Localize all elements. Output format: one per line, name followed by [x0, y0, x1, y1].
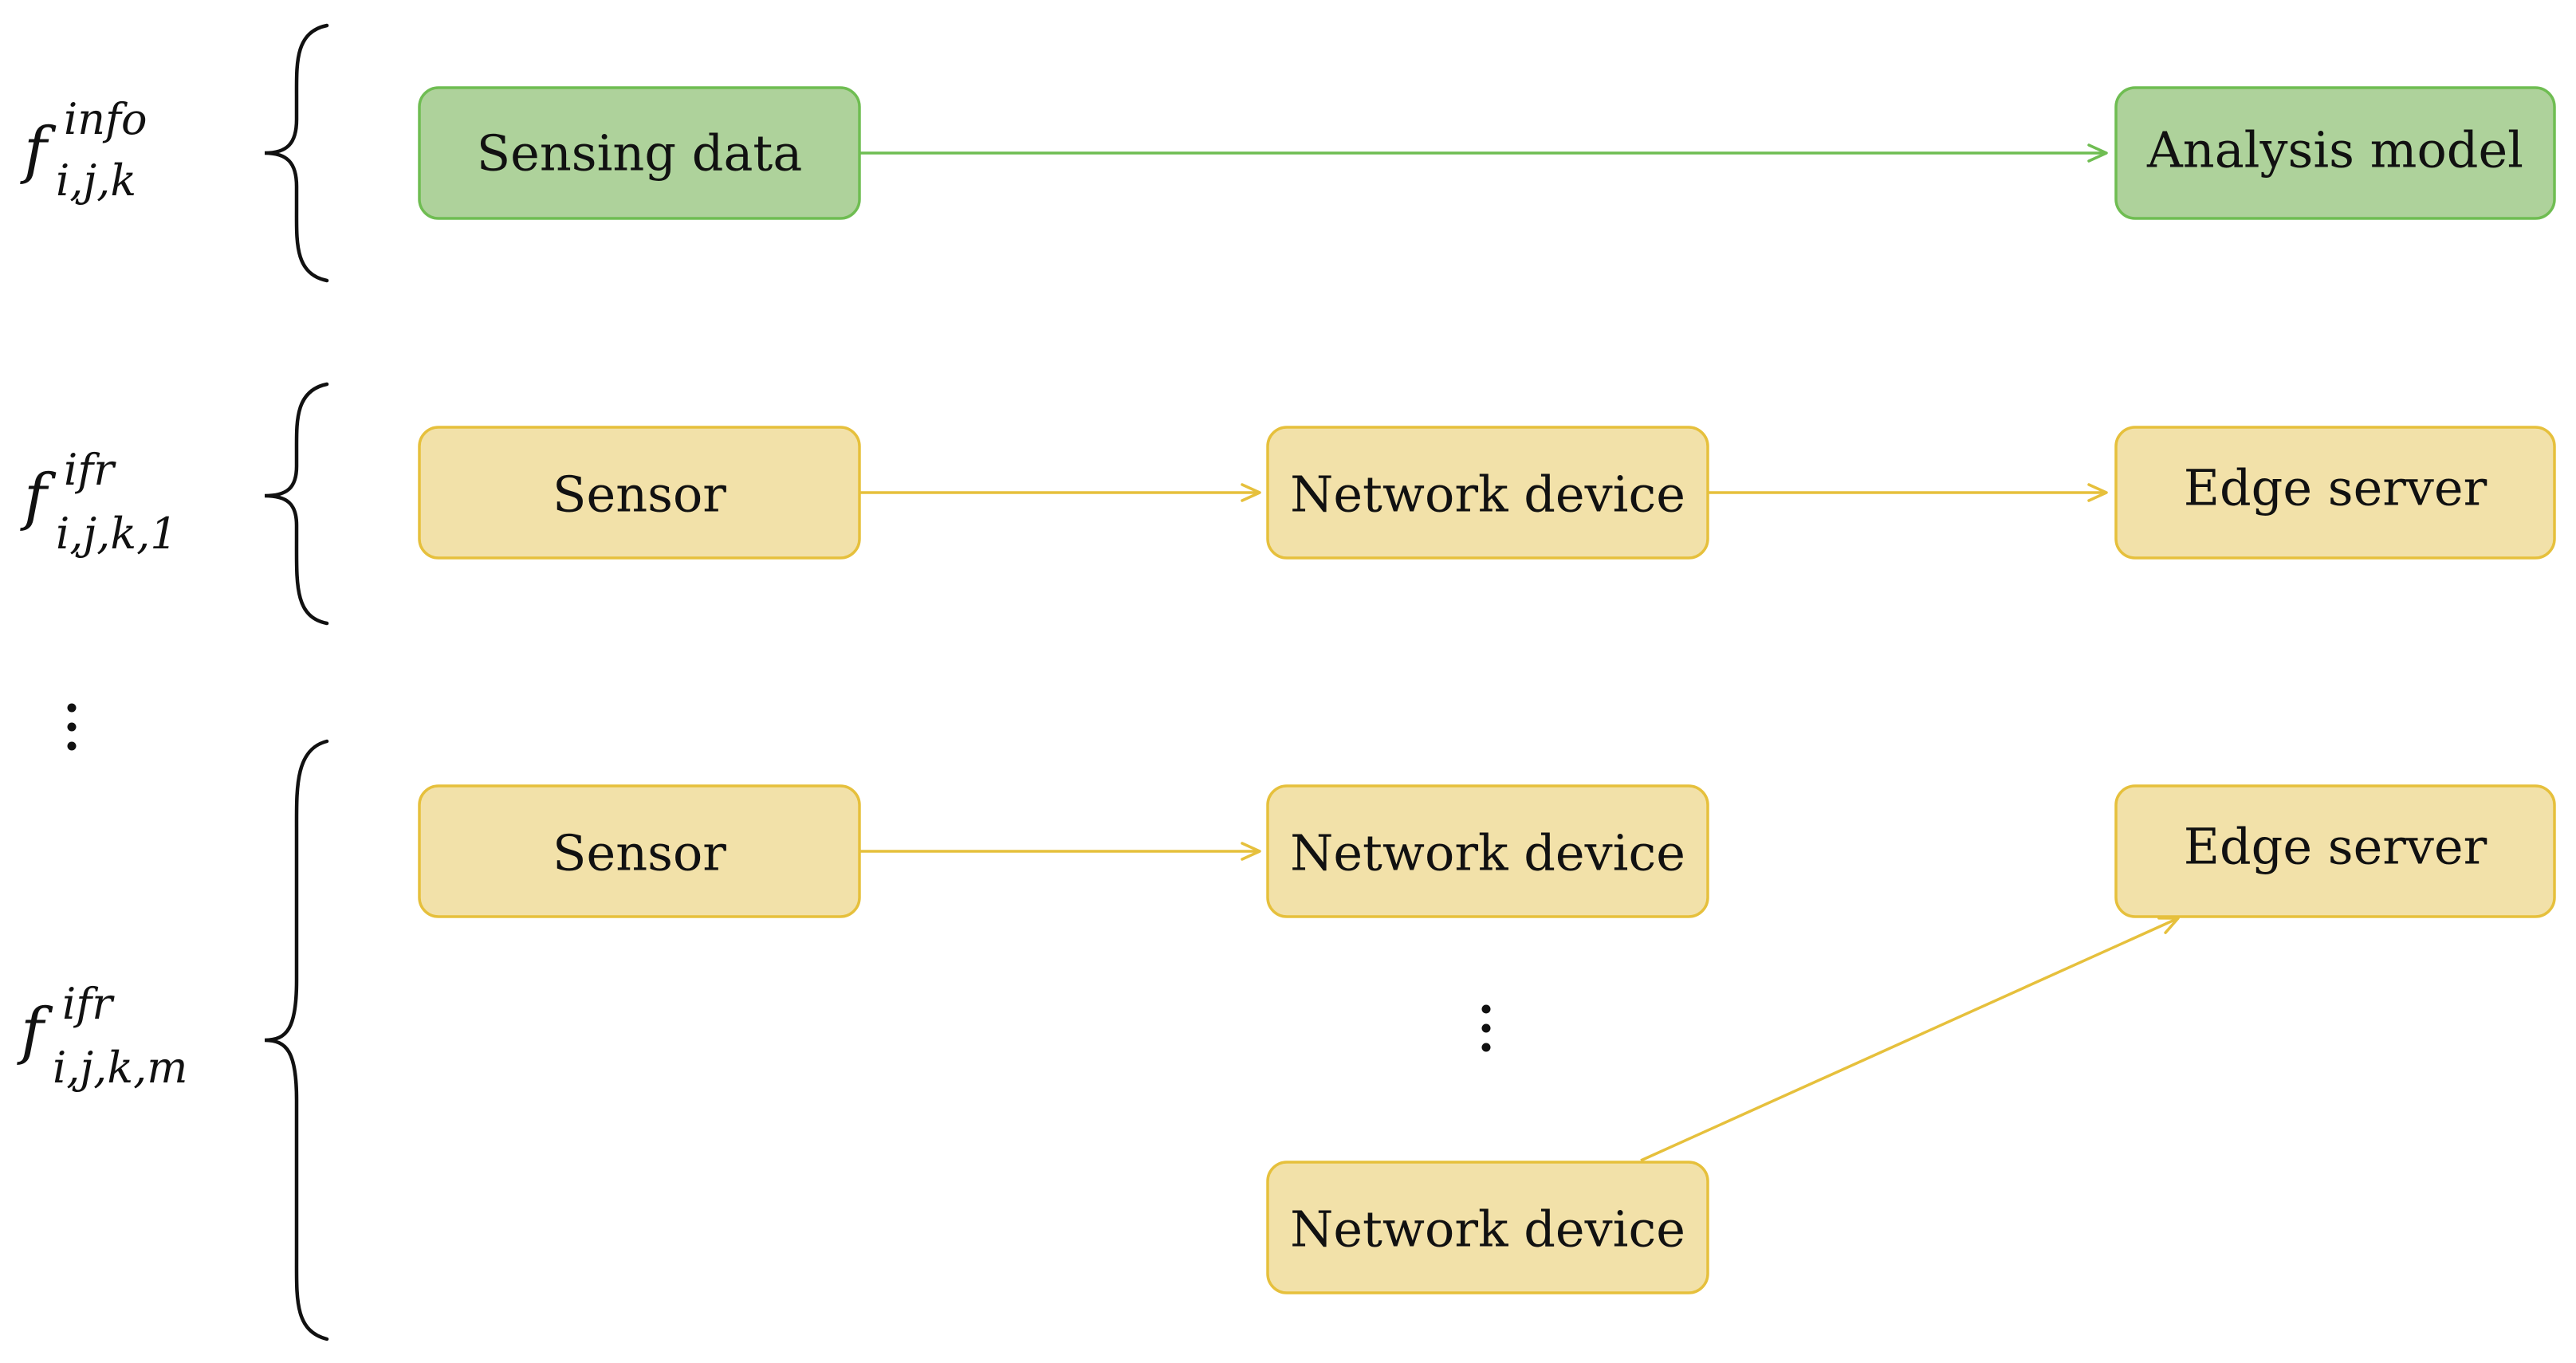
- node-edge-server-m-label: Edge server: [2184, 818, 2488, 876]
- row-label-ifr-m-sup: ifr: [62, 979, 115, 1029]
- brace-info: [264, 23, 329, 283]
- node-sensor-m: Sensor: [418, 784, 861, 918]
- node-sensor-1-label: Sensor: [553, 465, 726, 524]
- row-label-ifr-1-sup: ifr: [64, 445, 116, 495]
- brace-ifr-m: [264, 739, 329, 1341]
- node-analysis-model-label: Analysis model: [2146, 121, 2523, 179]
- edge-network-bottom-to-edge-m: [1640, 917, 2180, 1162]
- node-edge-server-1: Edge server: [2114, 426, 2556, 560]
- node-network-device-1-label: Network device: [1290, 465, 1685, 524]
- node-network-device-m-bottom: Network device: [1266, 1161, 1709, 1294]
- row-label-ifr-1-base: f: [20, 462, 57, 533]
- row-label-ifr-1: f ifr i,j,k,1: [20, 445, 178, 559]
- row-label-ifr-1-sub: i,j,k,1: [56, 509, 178, 559]
- row-label-ifr-m-base: f: [17, 996, 53, 1067]
- node-edge-server-m: Edge server: [2114, 784, 2556, 918]
- node-sensor-1: Sensor: [418, 426, 861, 560]
- network-devices-ellipsis: [1481, 1004, 1491, 1052]
- row-label-info-sub: i,j,k: [56, 155, 136, 206]
- node-sensing-data-label: Sensing data: [477, 124, 803, 183]
- node-network-device-1: Network device: [1266, 426, 1709, 560]
- node-network-device-m-top-label: Network device: [1290, 824, 1685, 882]
- node-network-device-m-top: Network device: [1266, 784, 1709, 918]
- brace-ifr-1: [264, 382, 329, 626]
- node-analysis-model: Analysis model: [2114, 86, 2556, 220]
- row-label-ifr-m: f ifr i,j,k,m: [17, 979, 187, 1093]
- row-label-info: f info i,j,k: [20, 94, 147, 206]
- node-edge-server-1-label: Edge server: [2184, 459, 2488, 517]
- row-label-ifr-m-sub: i,j,k,m: [53, 1043, 187, 1093]
- node-sensing-data: Sensing data: [418, 86, 861, 220]
- node-network-device-m-bottom-label: Network device: [1290, 1200, 1685, 1259]
- node-sensor-m-label: Sensor: [553, 824, 726, 882]
- row-label-info-base: f: [20, 115, 57, 187]
- row-label-info-sup: info: [64, 94, 147, 144]
- rows-ellipsis: [67, 703, 77, 751]
